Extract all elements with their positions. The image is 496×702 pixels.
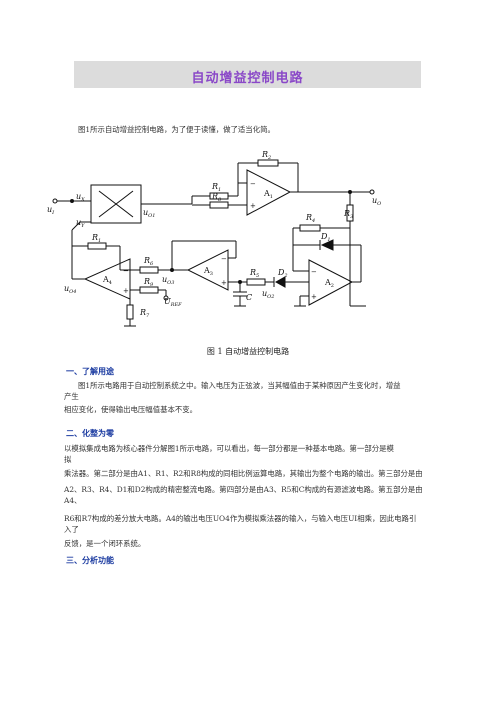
label-uo2: uO2	[262, 289, 274, 300]
label-r9: R9	[143, 277, 154, 288]
label-a4: A4	[102, 275, 112, 286]
label-uo: uO	[372, 196, 381, 207]
a2-minus: −	[311, 268, 317, 276]
label-ux: uX	[76, 192, 85, 203]
section-2-line-2: 拟	[64, 455, 72, 464]
label-r3: R3	[343, 209, 353, 220]
label-d2: D2	[277, 268, 288, 279]
label-uy: uY	[76, 218, 85, 229]
a4-minus: −	[123, 267, 129, 275]
section-2-line-4: A2、R3、R4、D1和D2构成的精密整流电路。第四部分是由A3、R5和C构成的…	[64, 485, 423, 494]
label-r8: R8	[211, 192, 221, 203]
section-2-line-6: R6和R7构成的差分放大电路。A4的输出电压UO4作为模拟乘法器的输入，与输入电…	[64, 514, 417, 523]
intro-text: 图1所示自动增益控制电路，为了便于读懂，做了适当化简。	[78, 125, 275, 134]
section-2-line-7: 入了	[64, 525, 79, 534]
a4-plus: +	[123, 287, 129, 295]
title-bar: 自动增益控制电路	[74, 61, 421, 88]
label-a3: A3	[203, 266, 213, 277]
section-2-line-5: A4、	[64, 496, 82, 505]
label-uo1: uO1	[143, 208, 155, 219]
a1-minus: −	[250, 180, 256, 188]
label-a2: A2	[324, 278, 334, 289]
label-d1: D1	[320, 232, 331, 243]
section-1-line-2: 产生	[64, 392, 79, 401]
section-heading-1: 一、了解用途	[66, 367, 114, 376]
label-r6: R6	[143, 256, 154, 267]
section-heading-3: 三、分析功能	[66, 556, 114, 565]
label-c: C	[246, 293, 252, 302]
label-ui: uI	[47, 205, 55, 216]
section-2-line-8: 反馈，是一个闭环系统。	[64, 539, 146, 548]
label-r4: R4	[305, 213, 315, 224]
page-title: 自动增益控制电路	[191, 71, 304, 86]
label-r10: R1	[91, 233, 101, 244]
label-r5: R5	[249, 268, 259, 279]
section-2-line-3: 乘法器。第二部分是由A1、R1、R2和R8构成的同相比例运算电路，其输出为整个电…	[64, 469, 423, 478]
label-r1: R1	[211, 182, 221, 193]
section-heading-2: 二、化整为零	[66, 429, 114, 438]
label-a1: A1	[263, 189, 273, 200]
label-r7: R7	[139, 308, 150, 319]
a3-minus: −	[221, 255, 227, 263]
section-1-line-3: 相应变化，使得输出电压幅值基本不变。	[64, 405, 198, 414]
figure-caption: 图 1 自动增益控制电路	[206, 347, 290, 356]
a3-plus: +	[221, 279, 227, 287]
a2-plus: +	[311, 293, 317, 301]
label-uo4: uO4	[64, 284, 76, 295]
section-1-line-1: 图1所示电路用于自动控制系统之中。输入电压为正弦波，当其幅值由于某种原因产生变化…	[78, 381, 401, 390]
label-uo3: uO3	[162, 275, 174, 286]
section-2-line-1: 以模拟集成电路为核心器件分解图1所示电路，可以看出，每一部分都是一种基本电路。第…	[64, 444, 394, 453]
a1-plus: +	[250, 202, 256, 210]
label-uref: UREF	[164, 297, 182, 308]
label-r2: R2	[261, 150, 271, 161]
